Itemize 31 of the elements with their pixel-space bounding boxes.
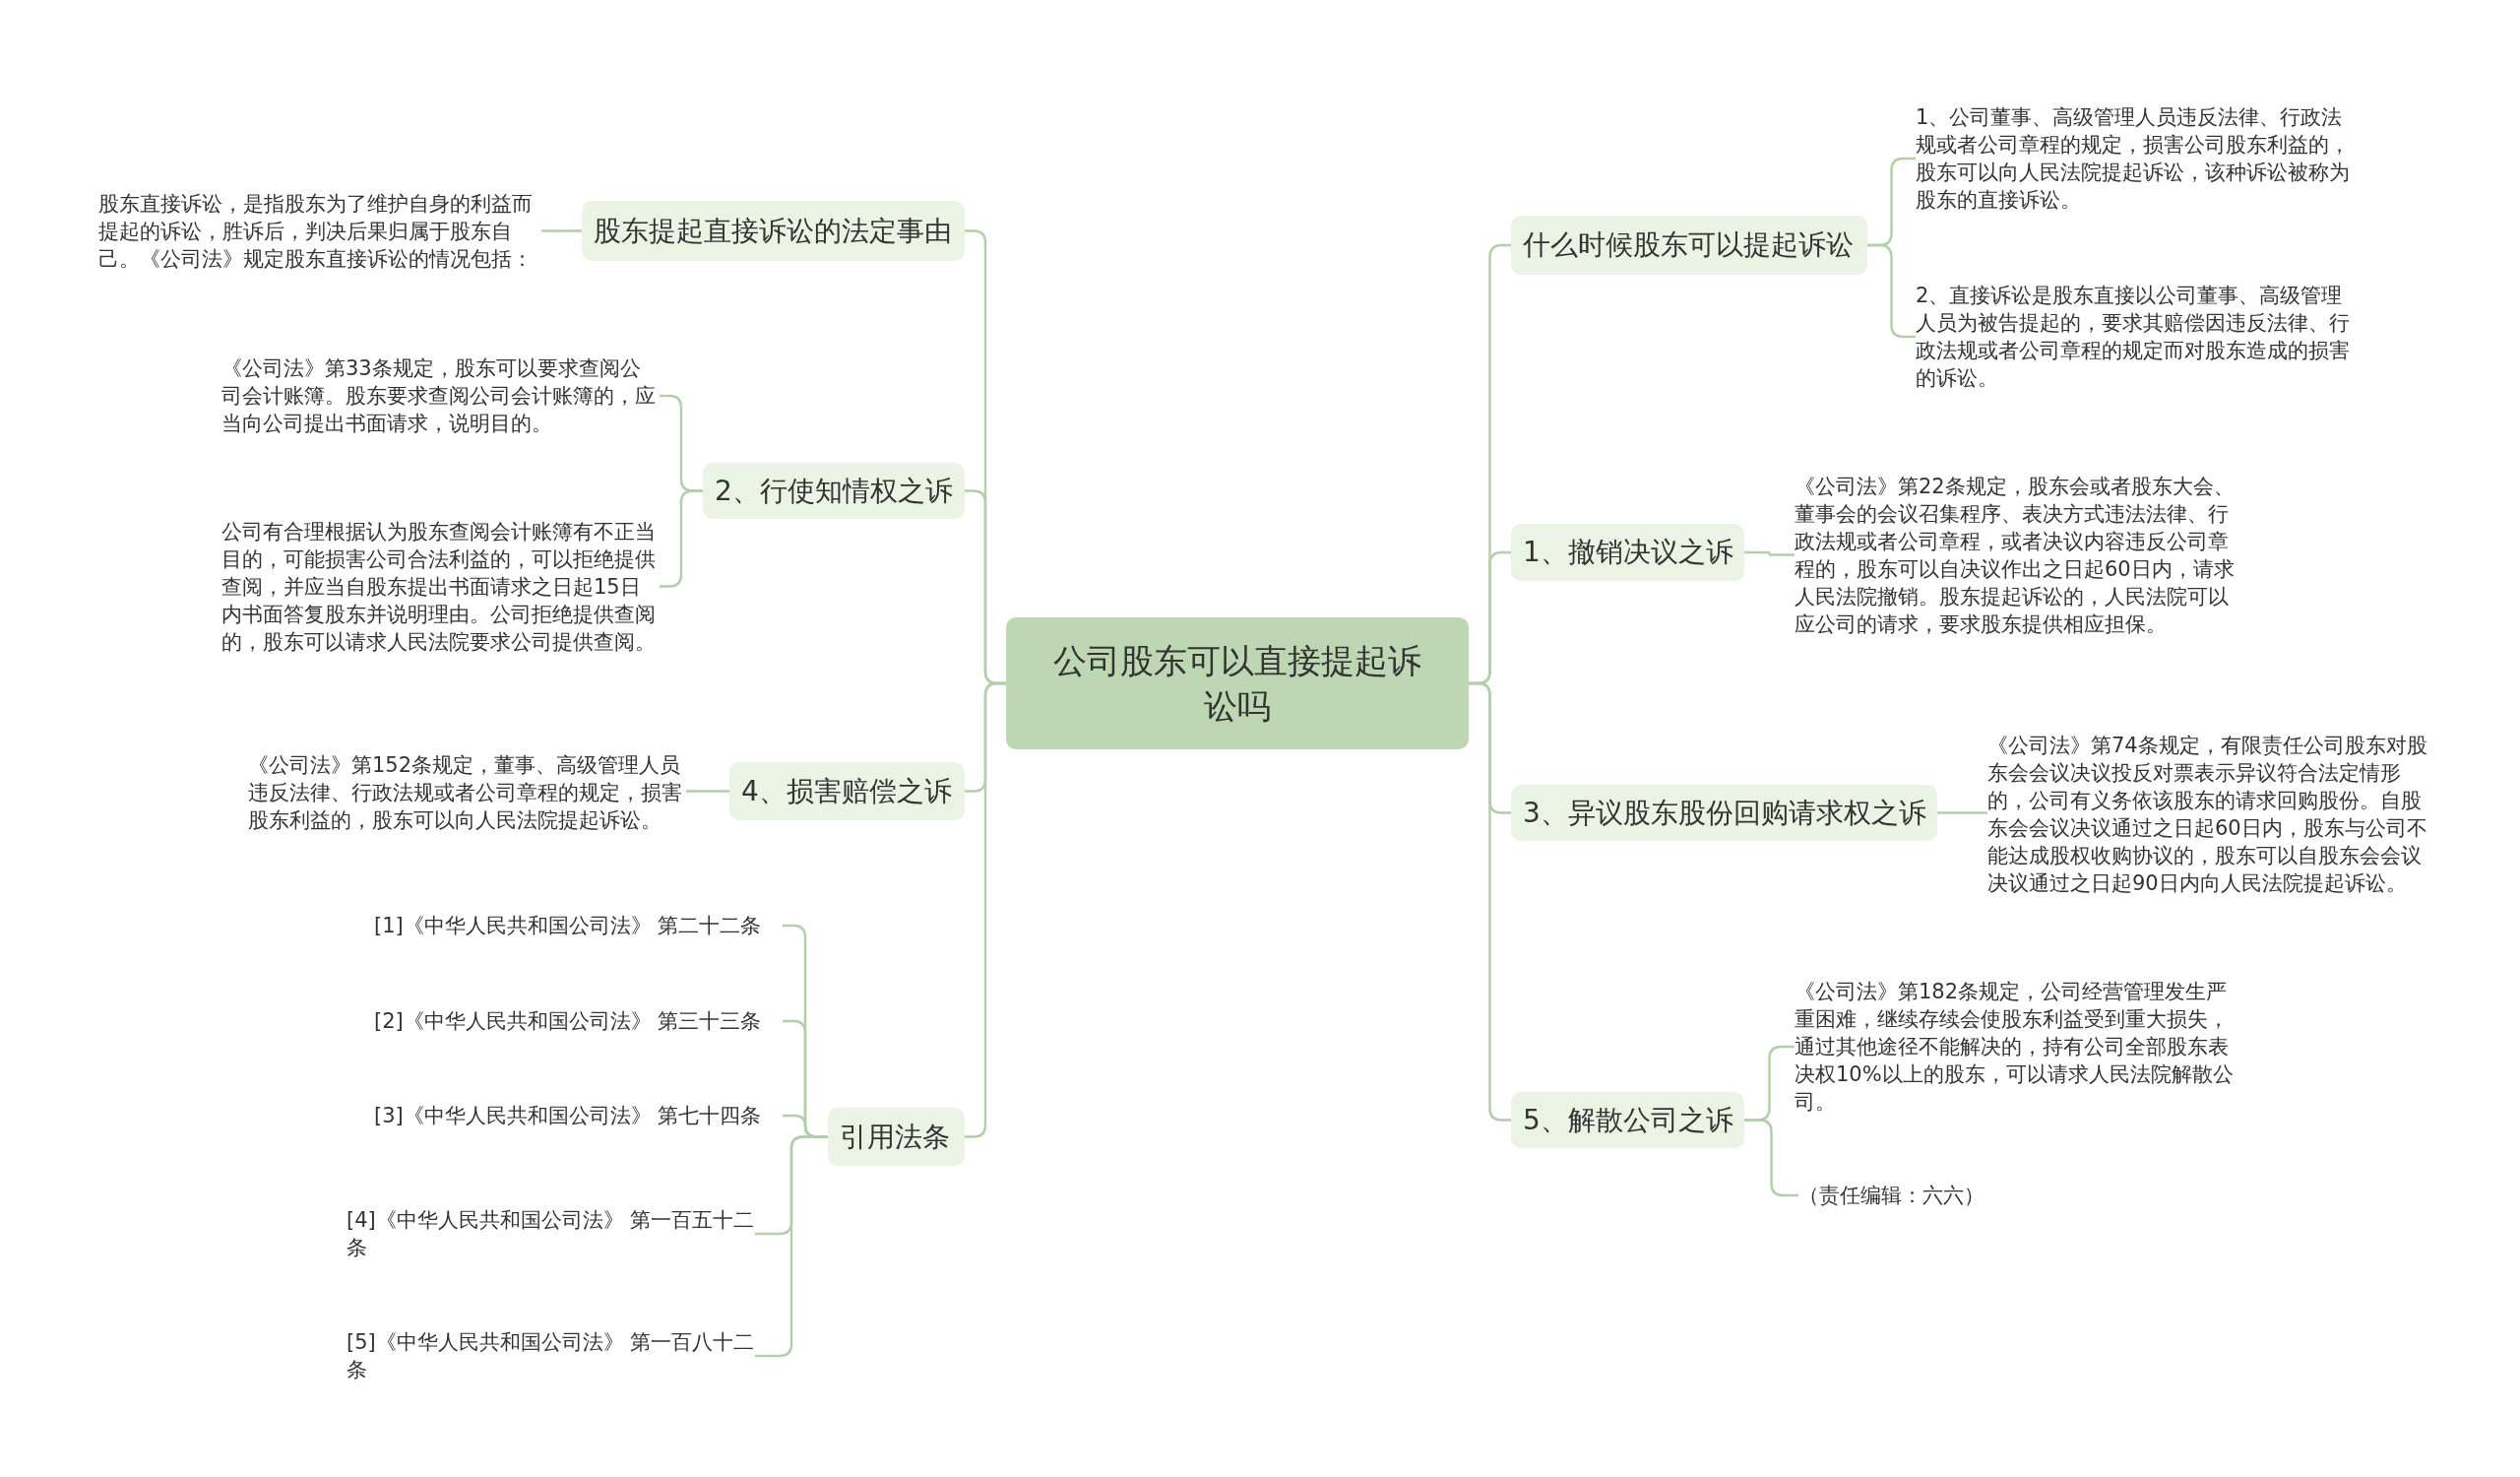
topic-box: 4、损害赔偿之诉	[729, 762, 965, 820]
topic-box: 3、异议股东股份回购请求权之诉	[1511, 785, 1937, 841]
note-text: [5]《中华人民共和国公司法》 第一百八十二条	[346, 1325, 755, 1386]
topic-box: 什么时候股东可以提起诉讼	[1511, 216, 1867, 275]
note-text: [4]《中华人民共和国公司法》 第一百五十二条	[346, 1203, 755, 1264]
connector	[755, 1135, 828, 1358]
topic-box: 1、撤销决议之诉	[1511, 524, 1744, 581]
note-text: 《公司法》第152条规定，董事、高级管理人员违反法律、行政法规或者公司章程的规定，损害股东利益的，股东可以向人民法院提起诉讼。	[248, 735, 686, 851]
note-text: （责任编辑：六六）	[1798, 1180, 2035, 1211]
note-text: [1]《中华人民共和国公司法》 第二十二条	[374, 910, 783, 941]
connector	[686, 790, 729, 793]
connector	[965, 681, 1006, 1138]
note-text: [2]《中华人民共和国公司法》 第三十三条	[374, 1005, 783, 1037]
note-text: 《公司法》第33条规定，股东可以要求查阅公司会计账簿。股东要求查阅公司会计账簿的，应当向公司提出书面请求，说明目的。	[221, 352, 660, 440]
note-text: 股东直接诉讼，是指股东为了维护自身的利益而提起的诉讼，胜诉后，判决后果归属于股东自己。《公司法》规定股东直接诉讼的情况包括：	[98, 173, 541, 289]
connector	[1937, 811, 1987, 814]
topic-box: 引用法条	[828, 1108, 965, 1166]
connector	[1469, 681, 1511, 1122]
central-topic: 公司股东可以直接提起诉讼吗	[1006, 617, 1469, 749]
connector	[1744, 550, 1795, 556]
note-text: 《公司法》第74条规定，有限责任公司股东对股东会会议决议投反对票表示异议符合法定情形的，公司有义务依该股东的请求回购股份。自股东会会议决议通过之日起60日内，股东与公司不能达成股权收购协议的，股东可以自股东会会议决议通过之日起90日内向人民法院提起诉讼。	[1987, 714, 2430, 914]
topic-box: 股东提起直接诉讼的法定事由	[582, 201, 965, 261]
connector	[541, 229, 582, 232]
note-text: 《公司法》第182条规定，公司经营管理发生严重困难，继续存续会使股东利益受到重大损失，通过其他途径不能解决的，持有公司全部股东表决权10%以上的股东，可以请求人民法院解散公司。	[1795, 975, 2237, 1119]
note-text: 公司有合理根据认为股东查阅会计账簿有不正当目的，可能损害公司合法利益的，可以拒绝提供查阅，并应当自股东提出书面请求之日起15日内书面答复股东并说明理由。公司拒绝提供查阅的，股东可以请求人民法院要求公司提供查阅。	[221, 500, 660, 673]
note-text: [3]《中华人民共和国公司法》 第七十四条	[374, 1100, 783, 1131]
note-text: 2、直接诉讼是股东直接以公司董事、高级管理人员为被告提起的，要求其赔偿因违反法律、行政法规或者公司章程的规定而对股东造成的损害的诉讼。	[1916, 279, 2359, 395]
note-text: 1、公司董事、高级管理人员违反法律、行政法规或者公司章程的规定，损害公司股东利益的，股东可以向人民法院提起诉讼，该种诉讼被称为股东的直接诉讼。	[1916, 100, 2359, 217]
topic-box: 2、行使知情权之诉	[703, 463, 965, 519]
note-text: 《公司法》第22条规定，股东会或者股东大会、董事会的会议召集程序、表决方式违法法律、行政法规或者公司章程，或者决议内容违反公司章程的，股东可以自决议作出之日起60日内，请求人民法院撤销。股东提起诉讼的，人民法院可以应公司的请求，要求股东提供相应担保。	[1795, 455, 2237, 655]
topic-box: 5、解散公司之诉	[1511, 1092, 1744, 1148]
